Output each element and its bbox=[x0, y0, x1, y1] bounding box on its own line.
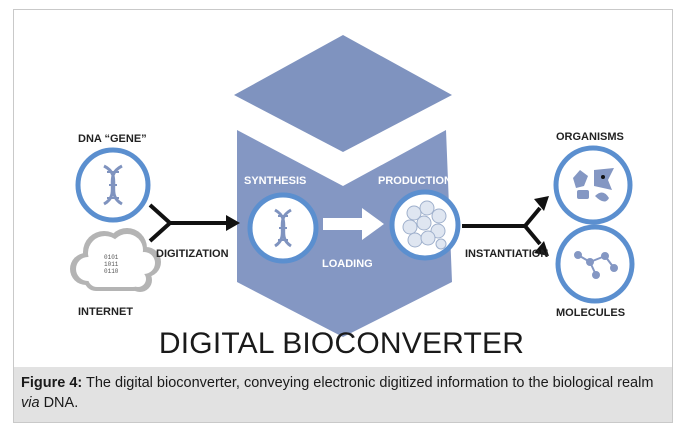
internet-label: INTERNET bbox=[78, 306, 133, 318]
digitization-label: DIGITIZATION bbox=[156, 248, 229, 260]
organisms-label: ORGANISMS bbox=[556, 131, 624, 143]
instantiation-arrowhead-bottom bbox=[534, 241, 549, 256]
dna-gene-circle bbox=[75, 147, 151, 223]
molecules-icon bbox=[574, 251, 618, 279]
figure-caption: Figure 4: The digital bioconverter, conv… bbox=[21, 373, 666, 413]
synthesis-label: SYNTHESIS bbox=[244, 175, 307, 187]
instantiation-arrow bbox=[462, 206, 542, 246]
binary-text: 0101 1011 0110 bbox=[104, 254, 118, 275]
cell-cluster-icon bbox=[402, 200, 447, 250]
binary-line: 0101 bbox=[104, 254, 119, 261]
digitization-arrow bbox=[148, 203, 228, 243]
binary-line: 1011 bbox=[104, 261, 119, 268]
device-body bbox=[237, 130, 452, 337]
figure-label: Figure 4: bbox=[21, 375, 83, 391]
production-label: PRODUCTION bbox=[378, 175, 452, 187]
binary-line: 0110 bbox=[104, 268, 119, 275]
instantiation-label: INSTANTIATION bbox=[465, 248, 549, 260]
caption-text: The digital bioconverter, conveying elec… bbox=[82, 375, 654, 391]
loading-arrow bbox=[323, 208, 384, 240]
caption-text-end: DNA. bbox=[39, 395, 79, 411]
molecules-label: MOLECULES bbox=[556, 307, 626, 319]
caption-italic: via bbox=[21, 395, 40, 411]
dna-helix-icon bbox=[103, 164, 123, 206]
diagram-title: DIGITAL BIOCONVERTER bbox=[158, 327, 525, 360]
molecules-circle bbox=[555, 224, 635, 304]
production-circle bbox=[389, 189, 461, 261]
instantiation-arrowhead-top bbox=[534, 196, 549, 211]
digitization-arrowhead bbox=[226, 215, 240, 231]
device-top-face bbox=[234, 35, 452, 152]
dna-helix-icon-synthesis bbox=[274, 208, 292, 248]
loading-label: LOADING bbox=[322, 258, 373, 270]
synthesis-circle bbox=[247, 192, 319, 264]
internet-cloud-inner bbox=[76, 234, 155, 287]
organisms-circle bbox=[553, 145, 633, 225]
dna-gene-label: DNA “GENE” bbox=[78, 133, 147, 145]
organisms-icon bbox=[573, 168, 614, 202]
caption-box bbox=[14, 367, 672, 422]
